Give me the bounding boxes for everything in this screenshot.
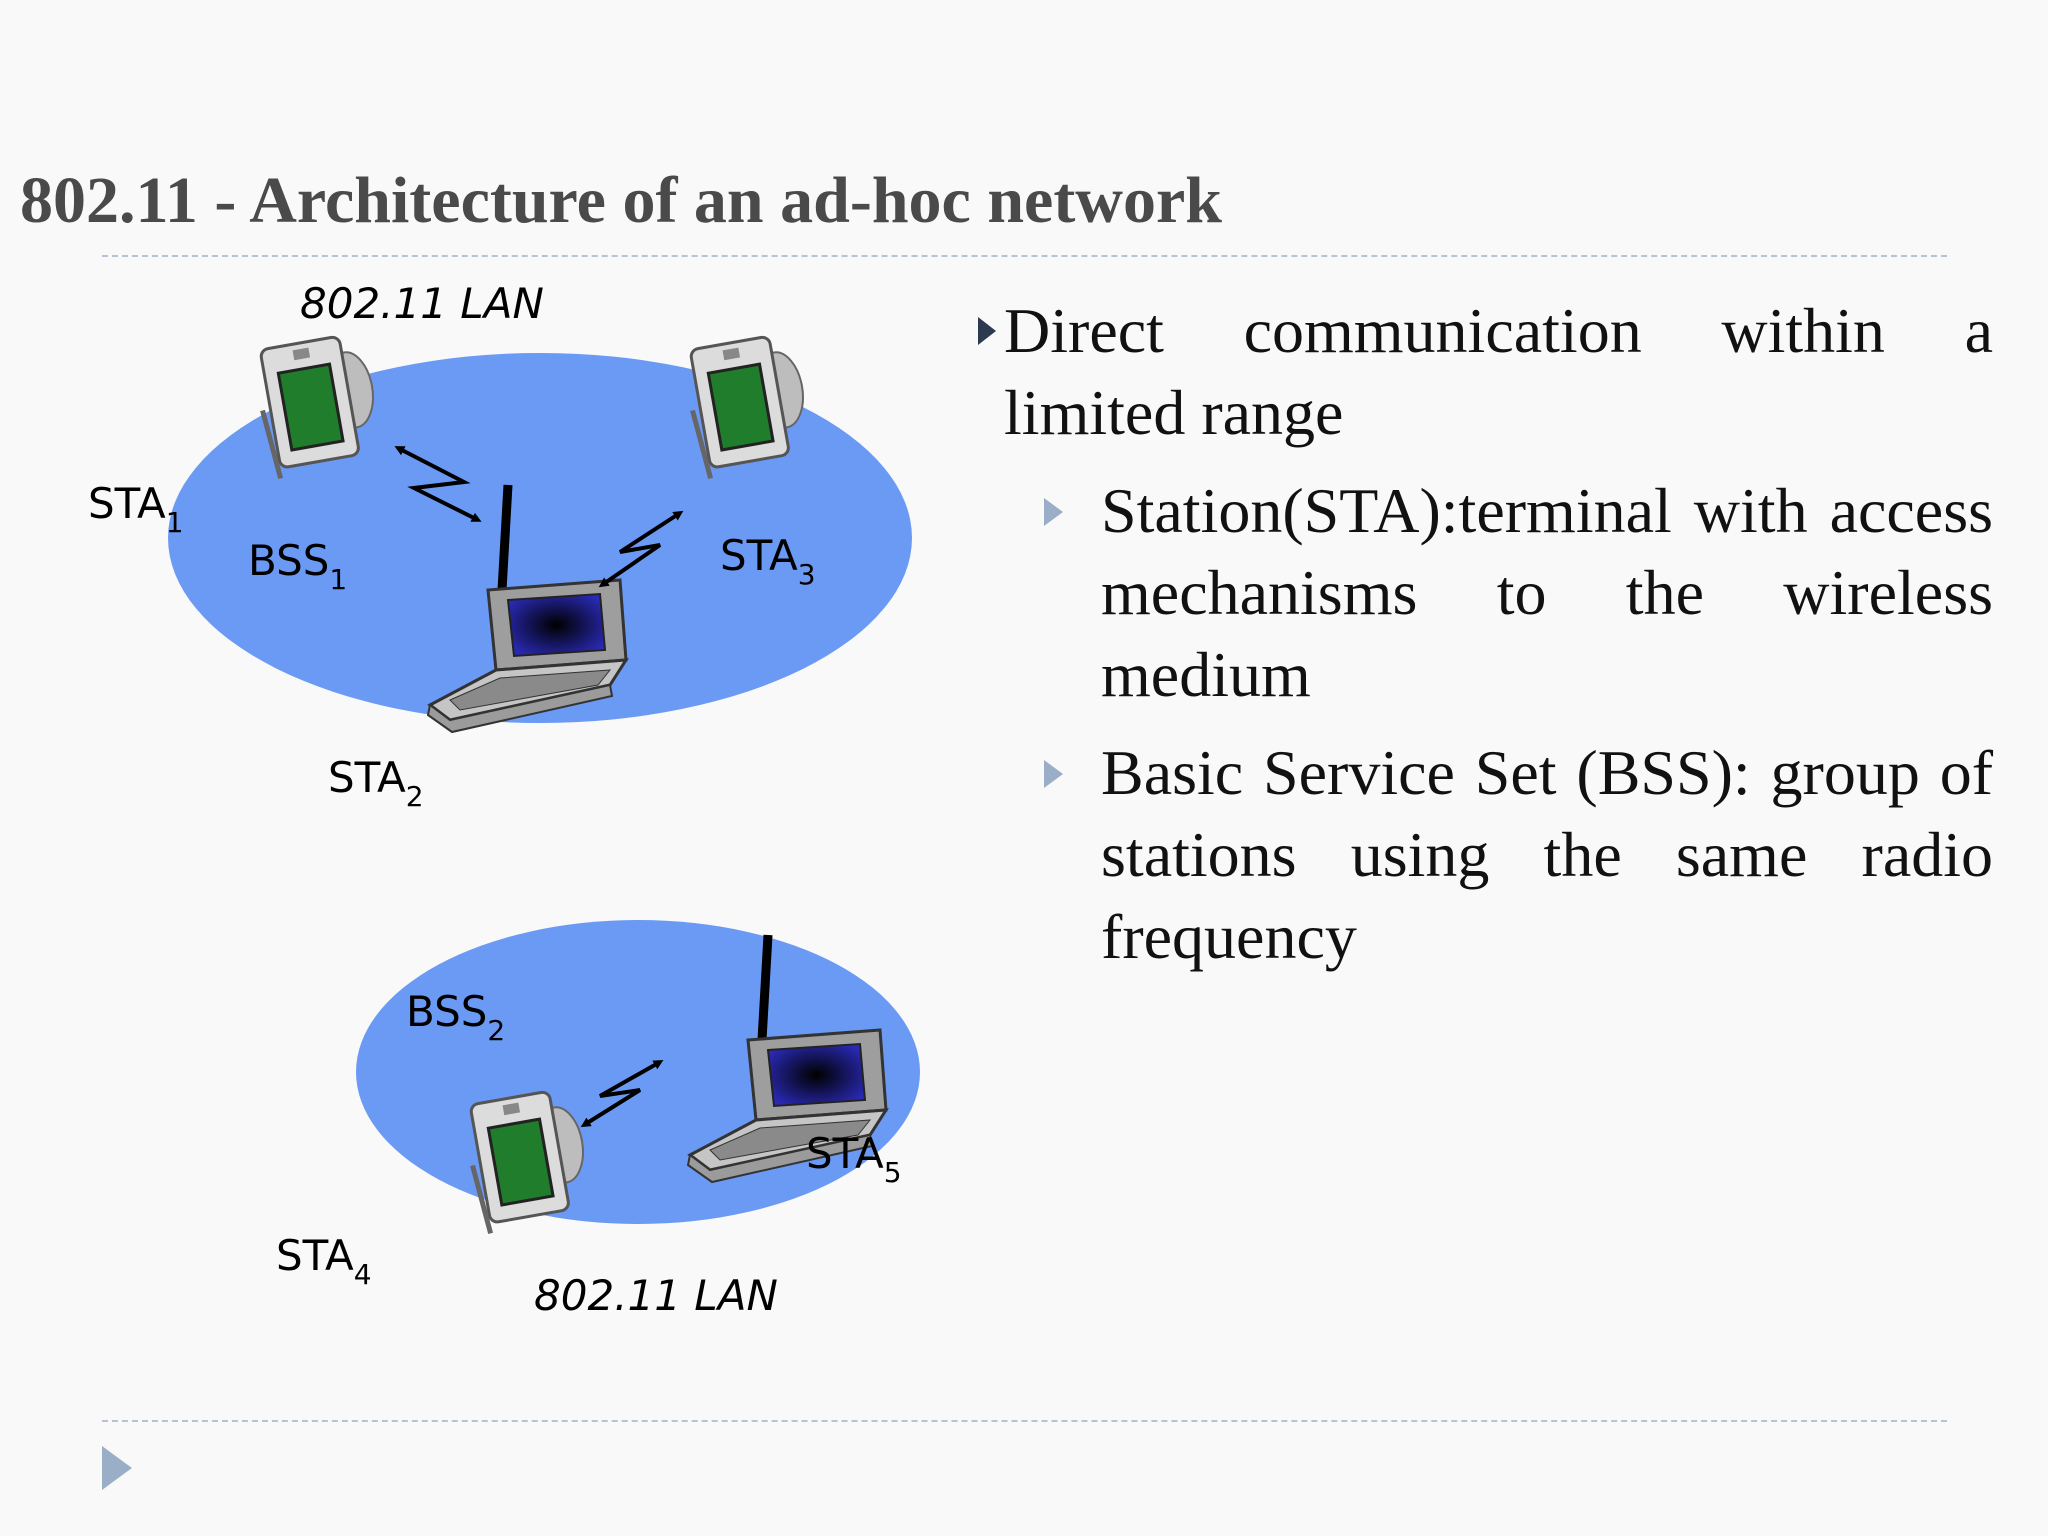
main-bullet: Direct communication within a limited ra… [978, 290, 1993, 454]
slide-nav-arrow-icon[interactable] [102, 1446, 132, 1490]
sta1-label: STA1 [88, 479, 184, 539]
triangle-bullet-icon [1044, 760, 1063, 788]
bss2-label: BSS2 [406, 987, 505, 1047]
lan-label-bottom: 802.11 LAN [534, 1271, 778, 1320]
triangle-bullet-icon [978, 317, 996, 345]
wireless-link-icon [394, 446, 482, 522]
wireless-link-icon [598, 510, 684, 588]
adhoc-network-diagram: 802.11 LAN 802.11 LAN STA1 BSS1 STA3 STA… [88, 279, 920, 1320]
sta4-label: STA4 [276, 1231, 372, 1291]
pda-device-icon [469, 1090, 584, 1235]
slide-title: 802.11 - Architecture of an ad-hoc netwo… [20, 164, 1222, 237]
sub-bullet-text: Basic Service Set (BSS): group of statio… [1101, 737, 1993, 972]
pda-device-icon [689, 335, 804, 480]
sub-bullet-text: Station(STA):terminal with access mechan… [1101, 475, 1993, 710]
sta2-label: STA2 [328, 753, 424, 813]
laptop-device-icon [686, 934, 889, 1184]
sta5-label: STA5 [806, 1129, 902, 1189]
wireless-link-icon [580, 1060, 664, 1128]
sub-bullet-station: Station(STA):terminal with access mechan… [1044, 470, 1993, 716]
lan-label-top: 802.11 LAN [300, 279, 544, 328]
bullet-list: Direct communication within a limited ra… [978, 290, 1993, 978]
laptop-device-icon [426, 484, 629, 734]
sub-bullet-bss: Basic Service Set (BSS): group of statio… [1044, 732, 1993, 978]
triangle-bullet-icon [1044, 498, 1063, 526]
bss1-label: BSS1 [248, 536, 347, 596]
main-bullet-text: Direct communication within a limited ra… [1004, 295, 1993, 448]
pda-device-icon [259, 335, 374, 480]
sta3-label: STA3 [720, 531, 816, 591]
title-divider [102, 255, 1947, 257]
footer-divider [102, 1420, 1947, 1422]
